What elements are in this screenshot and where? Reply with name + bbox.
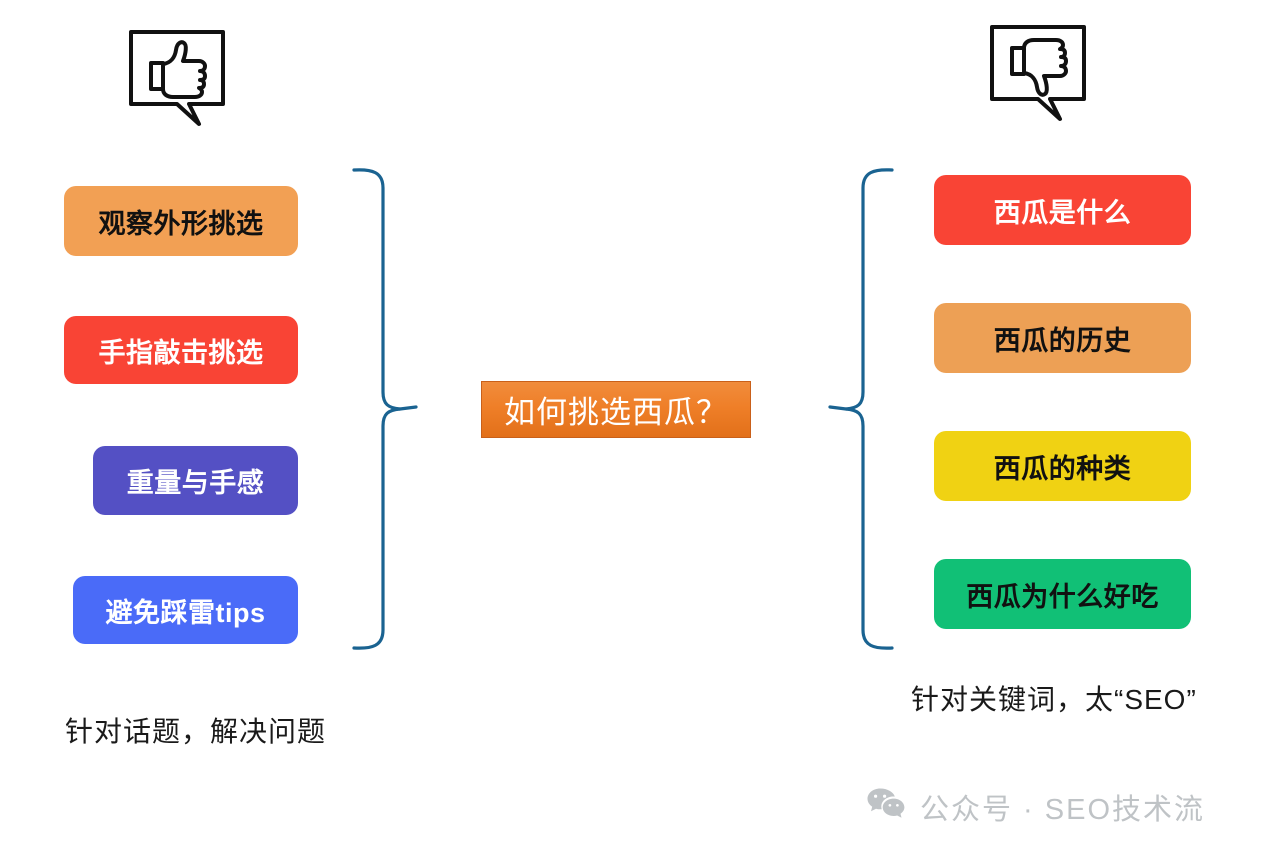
left-item-1-label: 手指敲击挑选 — [98, 337, 264, 368]
left-item-2[interactable]: 重量与手感 — [93, 446, 298, 515]
center-topic-node[interactable]: 如何挑选西瓜？ — [481, 381, 751, 438]
right-item-2-label: 西瓜的种类 — [993, 453, 1132, 484]
left-item-0-label: 观察外形挑选 — [98, 208, 264, 239]
footer-text: 公众号 · SEO技术流 — [920, 794, 1206, 826]
right-group-caption: 针对关键词，太“SEO” — [911, 684, 1197, 715]
right-item-0-label: 西瓜是什么 — [993, 197, 1132, 228]
right-item-0[interactable]: 西瓜是什么 — [934, 175, 1191, 245]
left-item-2-label: 重量与手感 — [126, 468, 265, 498]
right-item-3[interactable]: 西瓜为什么好吃 — [934, 559, 1191, 629]
thumbs-up-speech-bubble-icon — [127, 28, 227, 128]
right-item-1-label: 西瓜的历史 — [993, 325, 1132, 356]
right-item-3-label: 西瓜为什么好吃 — [966, 581, 1159, 612]
left-group-caption: 针对话题，解决问题 — [65, 716, 327, 747]
right-item-2[interactable]: 西瓜的种类 — [934, 431, 1191, 501]
center-topic-label: 如何挑选西瓜？ — [504, 395, 728, 430]
right-curly-brace — [828, 162, 894, 658]
right-item-1[interactable]: 西瓜的历史 — [934, 303, 1191, 373]
wechat-icon — [866, 787, 906, 827]
left-item-3[interactable]: 避免踩雷tips — [73, 576, 298, 644]
left-curly-brace — [352, 162, 418, 658]
thumbs-down-speech-bubble-icon — [988, 23, 1088, 123]
left-item-1[interactable]: 手指敲击挑选 — [64, 316, 298, 384]
left-item-0[interactable]: 观察外形挑选 — [64, 186, 298, 256]
left-item-3-label: 避免踩雷tips — [105, 597, 266, 628]
footer-watermark: 公众号 · SEO技术流 — [866, 786, 1205, 828]
